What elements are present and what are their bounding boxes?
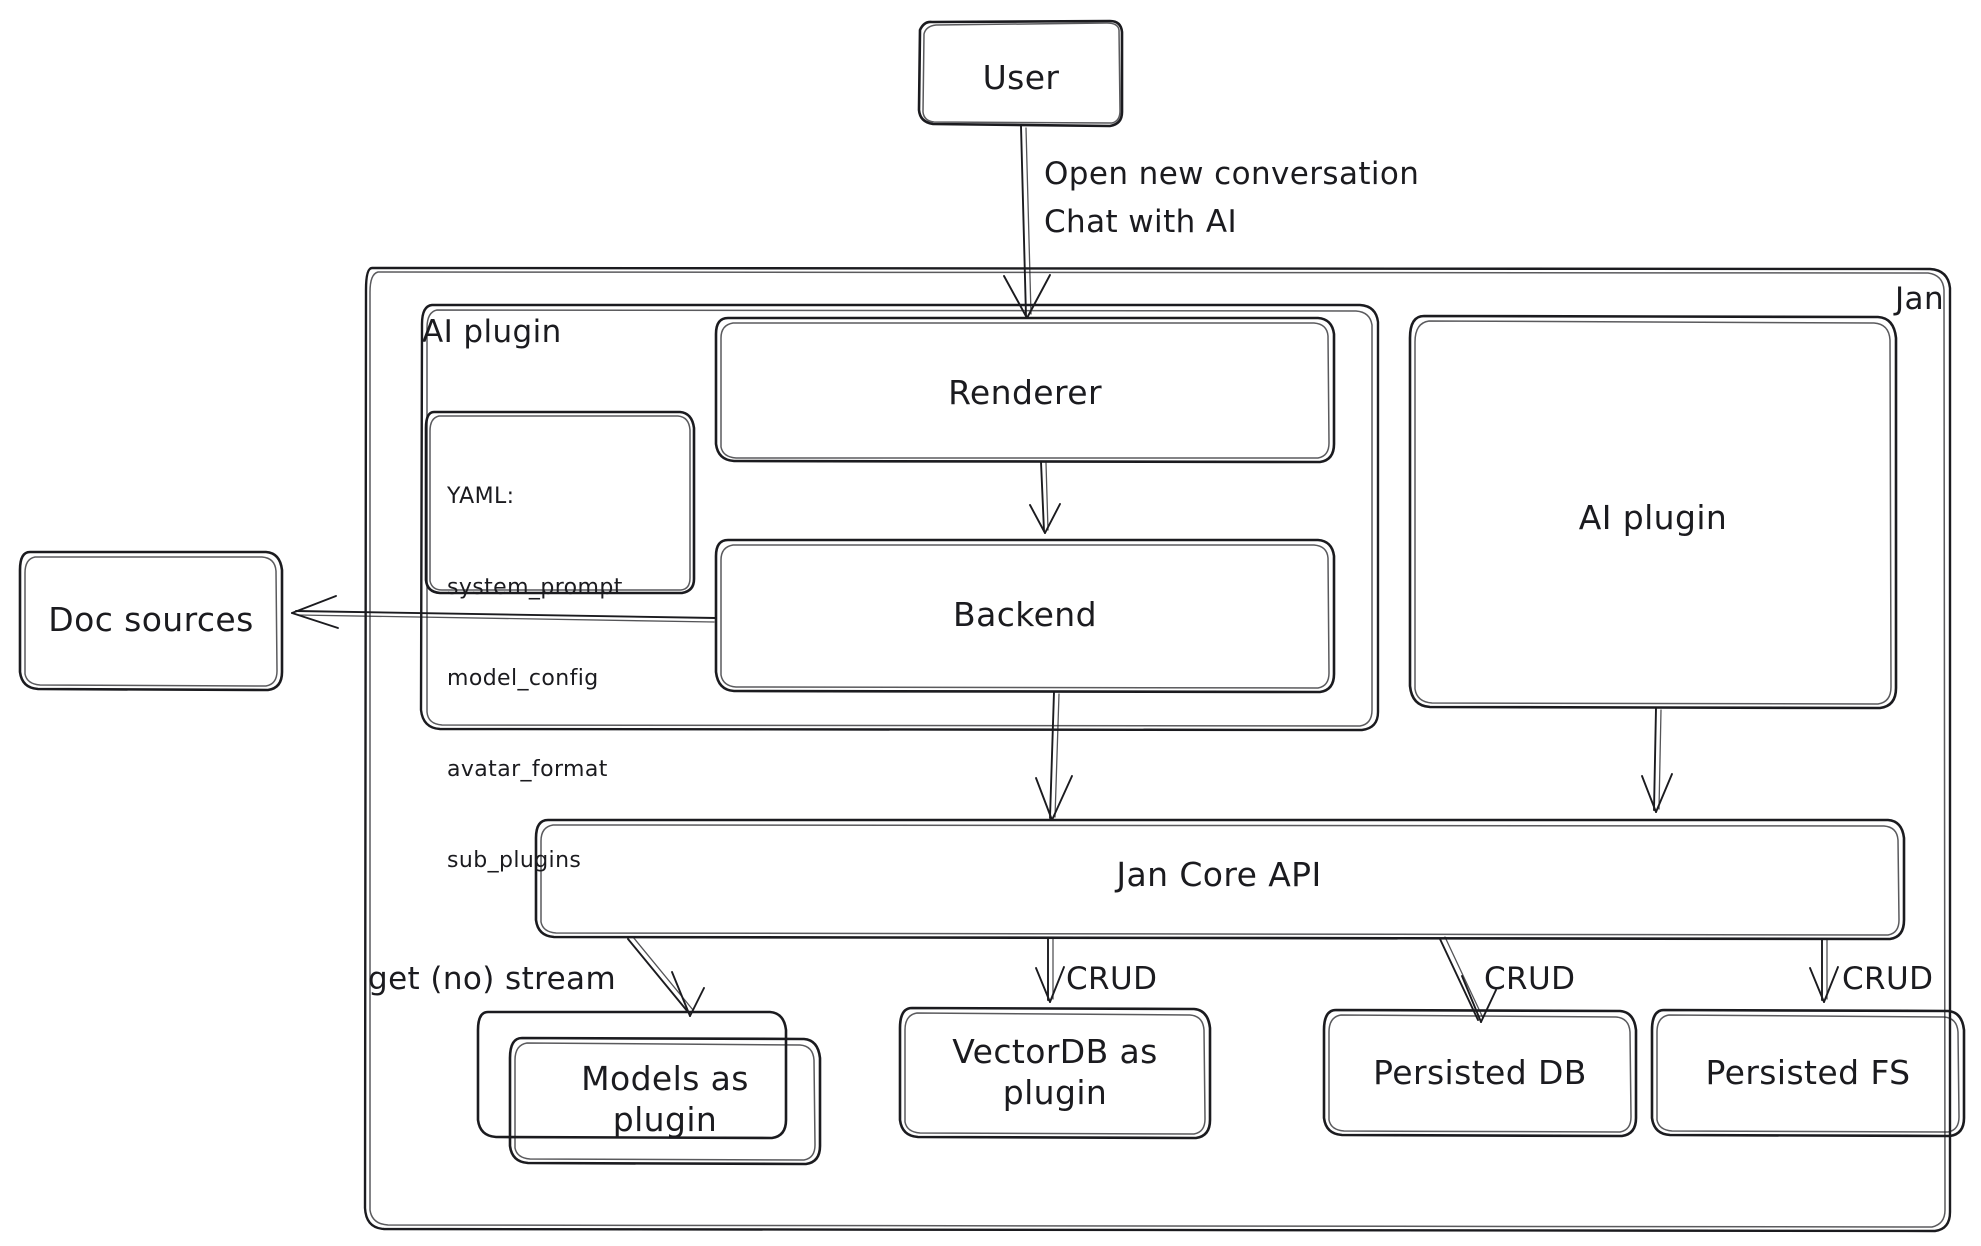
renderer-node[interactable] <box>714 316 1336 463</box>
ai-plugin-group-shape <box>419 303 1380 732</box>
vectordb-plugin-node[interactable] <box>898 1006 1212 1139</box>
doc-sources-box-shape <box>18 550 284 692</box>
models-plugin-outer-shape <box>476 1010 788 1140</box>
renderer-box-shape <box>714 316 1336 464</box>
edge-backend-to-core <box>1035 691 1073 821</box>
user-node[interactable] <box>918 20 1124 126</box>
models-plugin-node[interactable] <box>508 1036 822 1166</box>
vectordb-plugin-box-shape <box>898 1006 1212 1140</box>
jan-core-api-box-shape <box>534 818 1906 941</box>
doc-sources-node[interactable] <box>18 550 284 691</box>
edge-aiplugin-to-core <box>1641 707 1673 813</box>
persisted-db-box-shape <box>1322 1008 1638 1138</box>
models-plugin-box-shape <box>508 1036 822 1166</box>
ai-plugin-box-shape <box>1408 314 1898 710</box>
backend-box-shape <box>714 538 1336 694</box>
ai-plugin-node[interactable] <box>1408 314 1898 709</box>
edge-core-to-persisted-db <box>1439 936 1497 1023</box>
edge-user-to-renderer <box>1003 125 1051 319</box>
edge-core-to-vectordb <box>1035 938 1065 1003</box>
backend-node[interactable] <box>714 538 1336 693</box>
edge-core-to-persisted-fs <box>1809 938 1839 1003</box>
persisted-db-node[interactable] <box>1322 1008 1638 1137</box>
edge-core-to-models <box>627 936 705 1017</box>
edge-backend-to-doc-sources <box>291 595 717 629</box>
persisted-fs-node[interactable] <box>1650 1008 1966 1137</box>
yaml-note-shape <box>424 410 696 595</box>
yaml-note[interactable] <box>424 410 696 595</box>
jan-core-api-node[interactable] <box>534 818 1906 940</box>
edge-renderer-to-backend <box>1029 461 1061 534</box>
jan-container-shape <box>363 266 1952 1233</box>
user-box-shape <box>917 19 1124 128</box>
persisted-fs-box-shape <box>1650 1008 1966 1138</box>
